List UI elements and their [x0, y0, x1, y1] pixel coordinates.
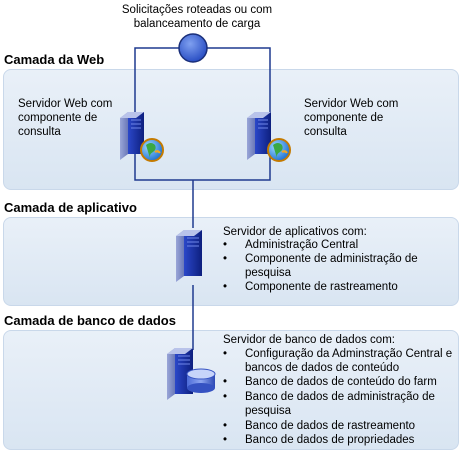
application-component-item: Componente de administração de pesquisa — [223, 252, 445, 280]
application-server-label: Servidor de aplicativos com: — [223, 226, 367, 238]
load-balancer-label: Solicitações roteadas ou com balanceamen… — [121, 4, 273, 30]
database-item: Configuração da Adminstração Central e b… — [223, 347, 459, 375]
left-web-server-label: Servidor Web com componente de consulta — [18, 98, 113, 138]
database-server-icon — [167, 348, 216, 400]
application-component-item: Componente de rastreamento — [223, 280, 445, 294]
database-tier-title: Camada de banco de dados — [4, 313, 176, 328]
application-component-item: Administração Central — [223, 238, 445, 252]
web-tier-panel — [3, 69, 459, 190]
web-tier-title: Camada da Web — [4, 52, 105, 67]
load-balancer-icon — [178, 33, 208, 63]
database-item: Banco de dados de rastreamento — [223, 419, 459, 433]
database-item: Banco de dados de conteúdo do farm — [223, 375, 459, 389]
database-item: Banco de dados de administração de pesqu… — [223, 390, 445, 418]
application-server-icon — [176, 230, 202, 282]
database-server-label: Servidor de banco de dados com: — [223, 334, 395, 346]
application-tier-title: Camada de aplicativo — [4, 200, 137, 215]
right-web-server-label: Servidor Web com componente de consulta — [304, 98, 399, 138]
database-item: Banco de dados de propriedades — [223, 433, 459, 447]
web-server-icon — [120, 112, 164, 162]
web-server-icon — [247, 112, 291, 162]
